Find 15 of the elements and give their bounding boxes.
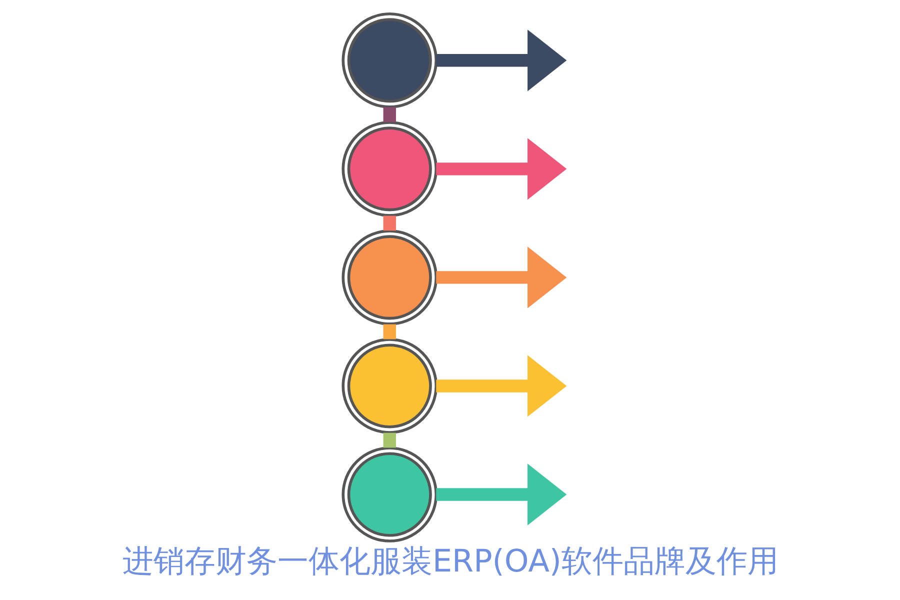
diagram-title: 进销存财务一体化服装ERP(OA)软件品牌及作用 <box>122 543 778 580</box>
arrow <box>436 30 566 92</box>
connector <box>382 216 396 231</box>
arrow <box>436 138 566 200</box>
node-circle <box>341 446 438 542</box>
arrow <box>436 246 566 308</box>
node-circle <box>341 230 438 326</box>
arrow <box>436 355 566 417</box>
node-circle <box>341 121 438 217</box>
connector <box>382 324 396 340</box>
node-circle <box>341 338 438 434</box>
node-circle <box>341 12 438 108</box>
connector <box>382 432 396 448</box>
arrow <box>436 464 566 526</box>
connector <box>382 107 396 122</box>
